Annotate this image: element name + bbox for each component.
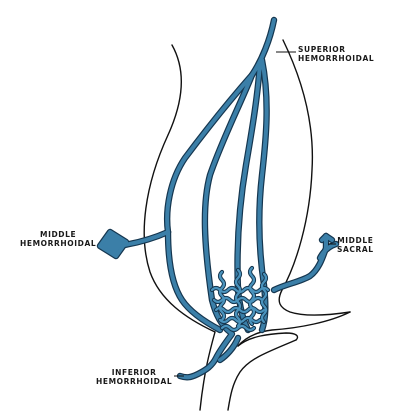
- label-inferior-hemorrhoidal: INFERIOR HEMORRHOIDAL: [96, 368, 173, 386]
- label-middle-sacral: MIDDLE SACRAL: [337, 236, 374, 254]
- label-superior-hemorrhoidal: SUPERIOR HEMORRHOIDAL: [298, 45, 375, 63]
- inferior-hemorrhoidal-vein: [178, 332, 234, 380]
- hemorrhoidal-plexus-fill: [210, 266, 270, 332]
- lower-skin-right: [227, 339, 297, 411]
- anal-canal-lower: [237, 332, 299, 347]
- middle-sacral-vein: [272, 234, 328, 292]
- vein-outline-layer: [96, 16, 340, 381]
- outer-wall-left: [143, 44, 216, 333]
- left-branch-vein: [165, 73, 254, 234]
- middle-sacral-twig: [318, 242, 338, 260]
- superior-hemorrhoidal-trunk: [250, 18, 276, 77]
- vein-network: [96, 16, 340, 381]
- rectum-outline: [143, 39, 351, 411]
- middle-hemorrhoidal-stump: [98, 230, 128, 258]
- label-middle-hemorrhoidal: MIDDLE HEMORRHOIDAL: [20, 230, 97, 248]
- middle-left-branch-vein: [202, 73, 254, 334]
- leader-lines: [174, 51, 336, 377]
- outer-wall-right: [278, 39, 351, 316]
- vein-fill-layer: [98, 18, 338, 380]
- anal-canal-upper: [237, 311, 351, 347]
- middle-sacral-fork: [320, 234, 334, 242]
- inferior-hemorrhoidal-twig: [218, 336, 240, 362]
- left-lower-vein: [166, 230, 222, 332]
- lower-skin-left: [199, 331, 216, 411]
